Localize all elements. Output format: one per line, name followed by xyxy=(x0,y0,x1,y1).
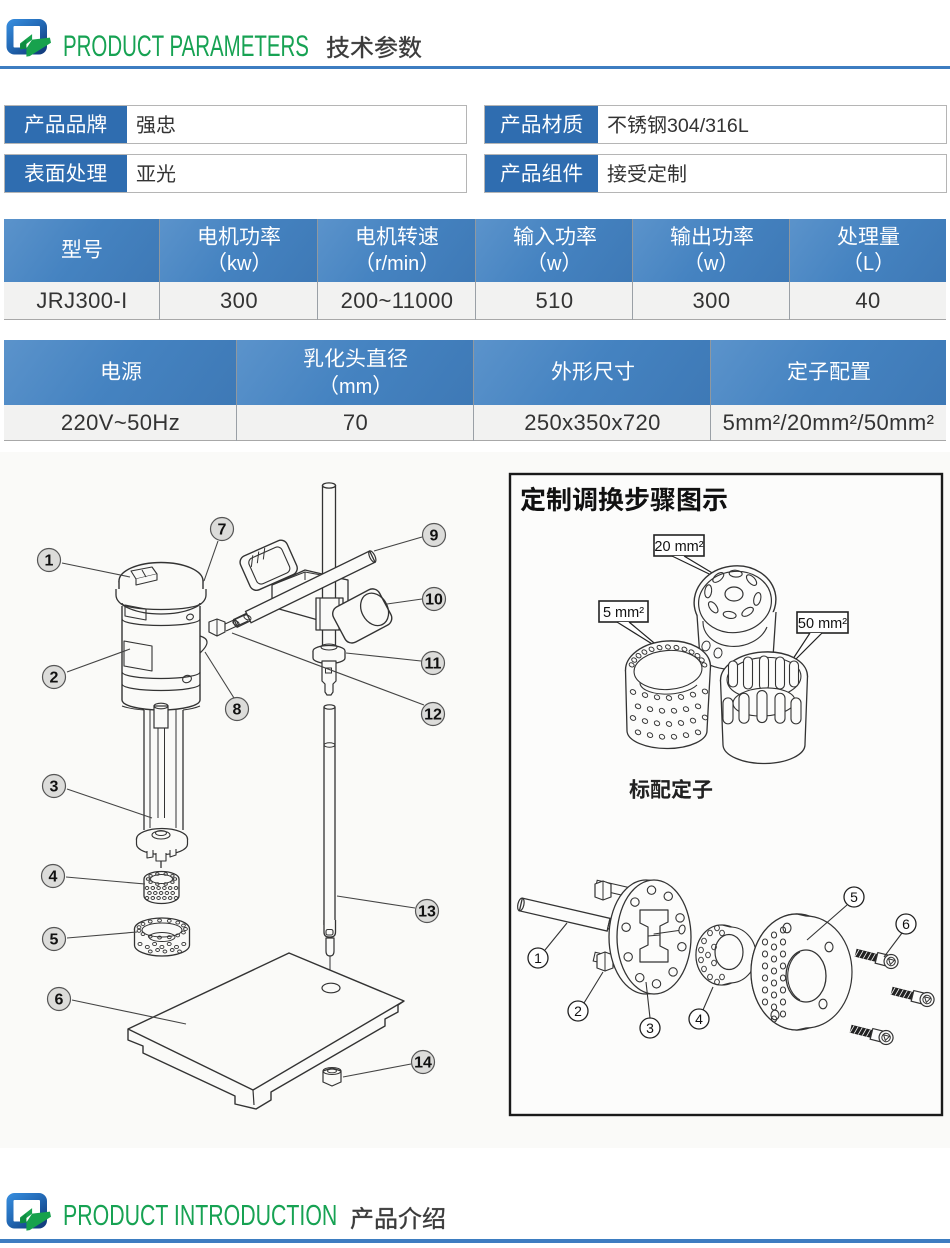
svg-text:6: 6 xyxy=(55,992,64,1009)
svg-text:2: 2 xyxy=(50,670,59,687)
svg-text:4: 4 xyxy=(49,869,58,886)
svg-text:12: 12 xyxy=(424,707,442,724)
svg-text:7: 7 xyxy=(218,522,227,539)
svg-text:4: 4 xyxy=(695,1011,703,1027)
svg-text:1: 1 xyxy=(534,950,542,966)
svg-text:10: 10 xyxy=(425,592,443,609)
svg-text:2: 2 xyxy=(574,1003,582,1019)
svg-text:kw: kw xyxy=(227,253,252,275)
svg-text:5 mm²: 5 mm² xyxy=(603,605,644,621)
svg-text:6: 6 xyxy=(902,916,910,932)
svg-text:w: w xyxy=(703,253,719,275)
svg-text:1: 1 xyxy=(45,553,54,570)
svg-text:r/min: r/min xyxy=(375,253,419,275)
svg-text:304/316L: 304/316L xyxy=(667,115,749,137)
svg-text:14: 14 xyxy=(414,1055,432,1072)
svg-text:3: 3 xyxy=(646,1020,654,1036)
svg-text:13: 13 xyxy=(418,904,436,921)
svg-text:11: 11 xyxy=(425,656,442,673)
svg-text:w: w xyxy=(546,253,562,275)
svg-text:5: 5 xyxy=(50,932,59,949)
svg-text:mm: mm xyxy=(339,376,372,398)
svg-text:8: 8 xyxy=(233,702,242,719)
svg-text:20 mm²: 20 mm² xyxy=(654,539,703,555)
svg-text:9: 9 xyxy=(430,528,439,545)
svg-text:50 mm²: 50 mm² xyxy=(798,616,847,632)
svg-text:L: L xyxy=(863,253,874,275)
svg-text:3: 3 xyxy=(50,779,59,796)
svg-text:5: 5 xyxy=(850,889,858,905)
